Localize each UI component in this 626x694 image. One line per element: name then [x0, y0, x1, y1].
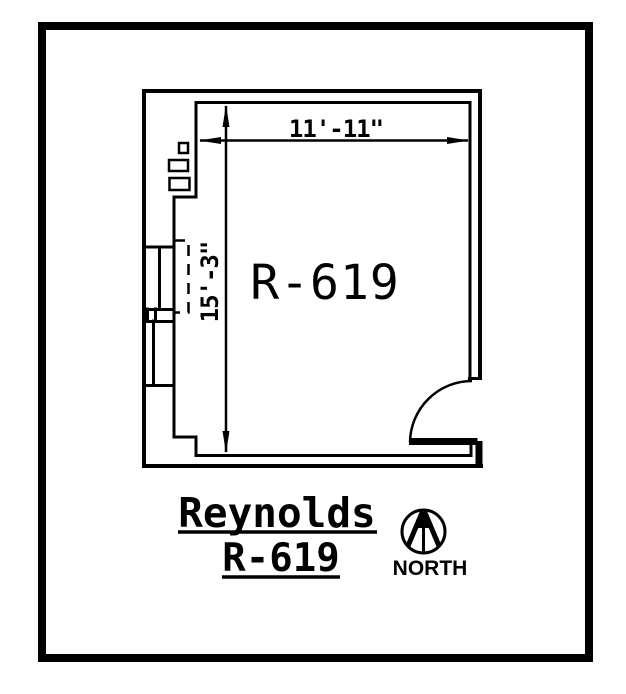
wall-fixture-mid [167, 158, 190, 173]
north-icon-arrowhead [417, 511, 430, 528]
hidden-dashed-outline [174, 239, 190, 314]
north-label: NORTH [393, 557, 468, 580]
door-swing-arc [408, 379, 473, 443]
dim-height-arrow-up [222, 105, 230, 127]
dim-height-text: 15'-3" [196, 242, 224, 323]
caption-line1: Reynolds [178, 489, 375, 537]
closet-fixture [142, 245, 175, 387]
dim-height-arrow-down [222, 431, 230, 453]
wall-fixture-small [177, 141, 190, 155]
wall-fixture-large [168, 176, 191, 192]
wall-fixtures [167, 141, 191, 192]
dim-width-arrow-right [447, 137, 469, 144]
dim-width-text: 11'-11" [289, 115, 383, 143]
north-icon-wing-left [405, 510, 425, 547]
room-wall-inner [172, 101, 473, 457]
north-icon: NORTH [393, 508, 468, 580]
dim-width-arrow-left [199, 137, 221, 144]
north-icon-wing-right [422, 510, 442, 547]
room-label: R-619 [250, 255, 400, 311]
dim-width: 11'-11" [199, 115, 469, 144]
drawing-frame-border [38, 22, 593, 662]
caption-line2: R-619 [222, 536, 339, 581]
caption: Reynolds R-619 [178, 489, 377, 581]
room-wall-outer [142, 89, 483, 468]
dim-height: 15'-3" [196, 105, 230, 453]
